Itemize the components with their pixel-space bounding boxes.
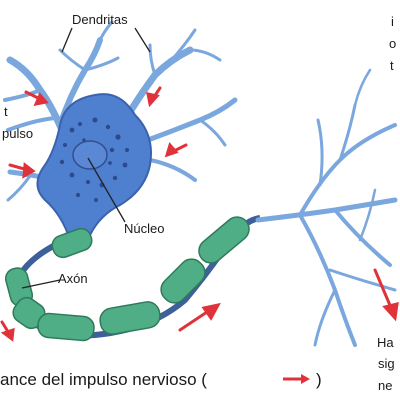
label-pointers [21, 27, 151, 289]
label-right-bottom-1: Ha [377, 335, 394, 350]
label-right-top-2: o [389, 36, 396, 51]
axon-terminals [255, 68, 398, 347]
caption-arrow-icon [283, 374, 310, 384]
label-impulse-left-2: pulso [2, 126, 33, 141]
caption-close: ) [316, 370, 322, 389]
label-impulse-left-1: t [4, 104, 8, 119]
nissl-granules [59, 117, 130, 202]
label-nucleus: Núcleo [124, 221, 164, 236]
label-axon: Axón [58, 271, 88, 286]
caption-text: ance del impulso nervioso ( [0, 370, 207, 389]
label-right-bottom-3: ne [378, 378, 392, 393]
label-right-top-1: i [391, 14, 394, 29]
label-right-top-3: t [390, 58, 394, 73]
label-right-bottom-2: sig [378, 356, 395, 371]
impulse-arrows [0, 86, 399, 342]
myelin-segments [4, 216, 250, 342]
nucleus-shape [72, 140, 108, 170]
dendrite-branches [3, 20, 238, 202]
label-dendrites: Dendritas [72, 12, 128, 27]
